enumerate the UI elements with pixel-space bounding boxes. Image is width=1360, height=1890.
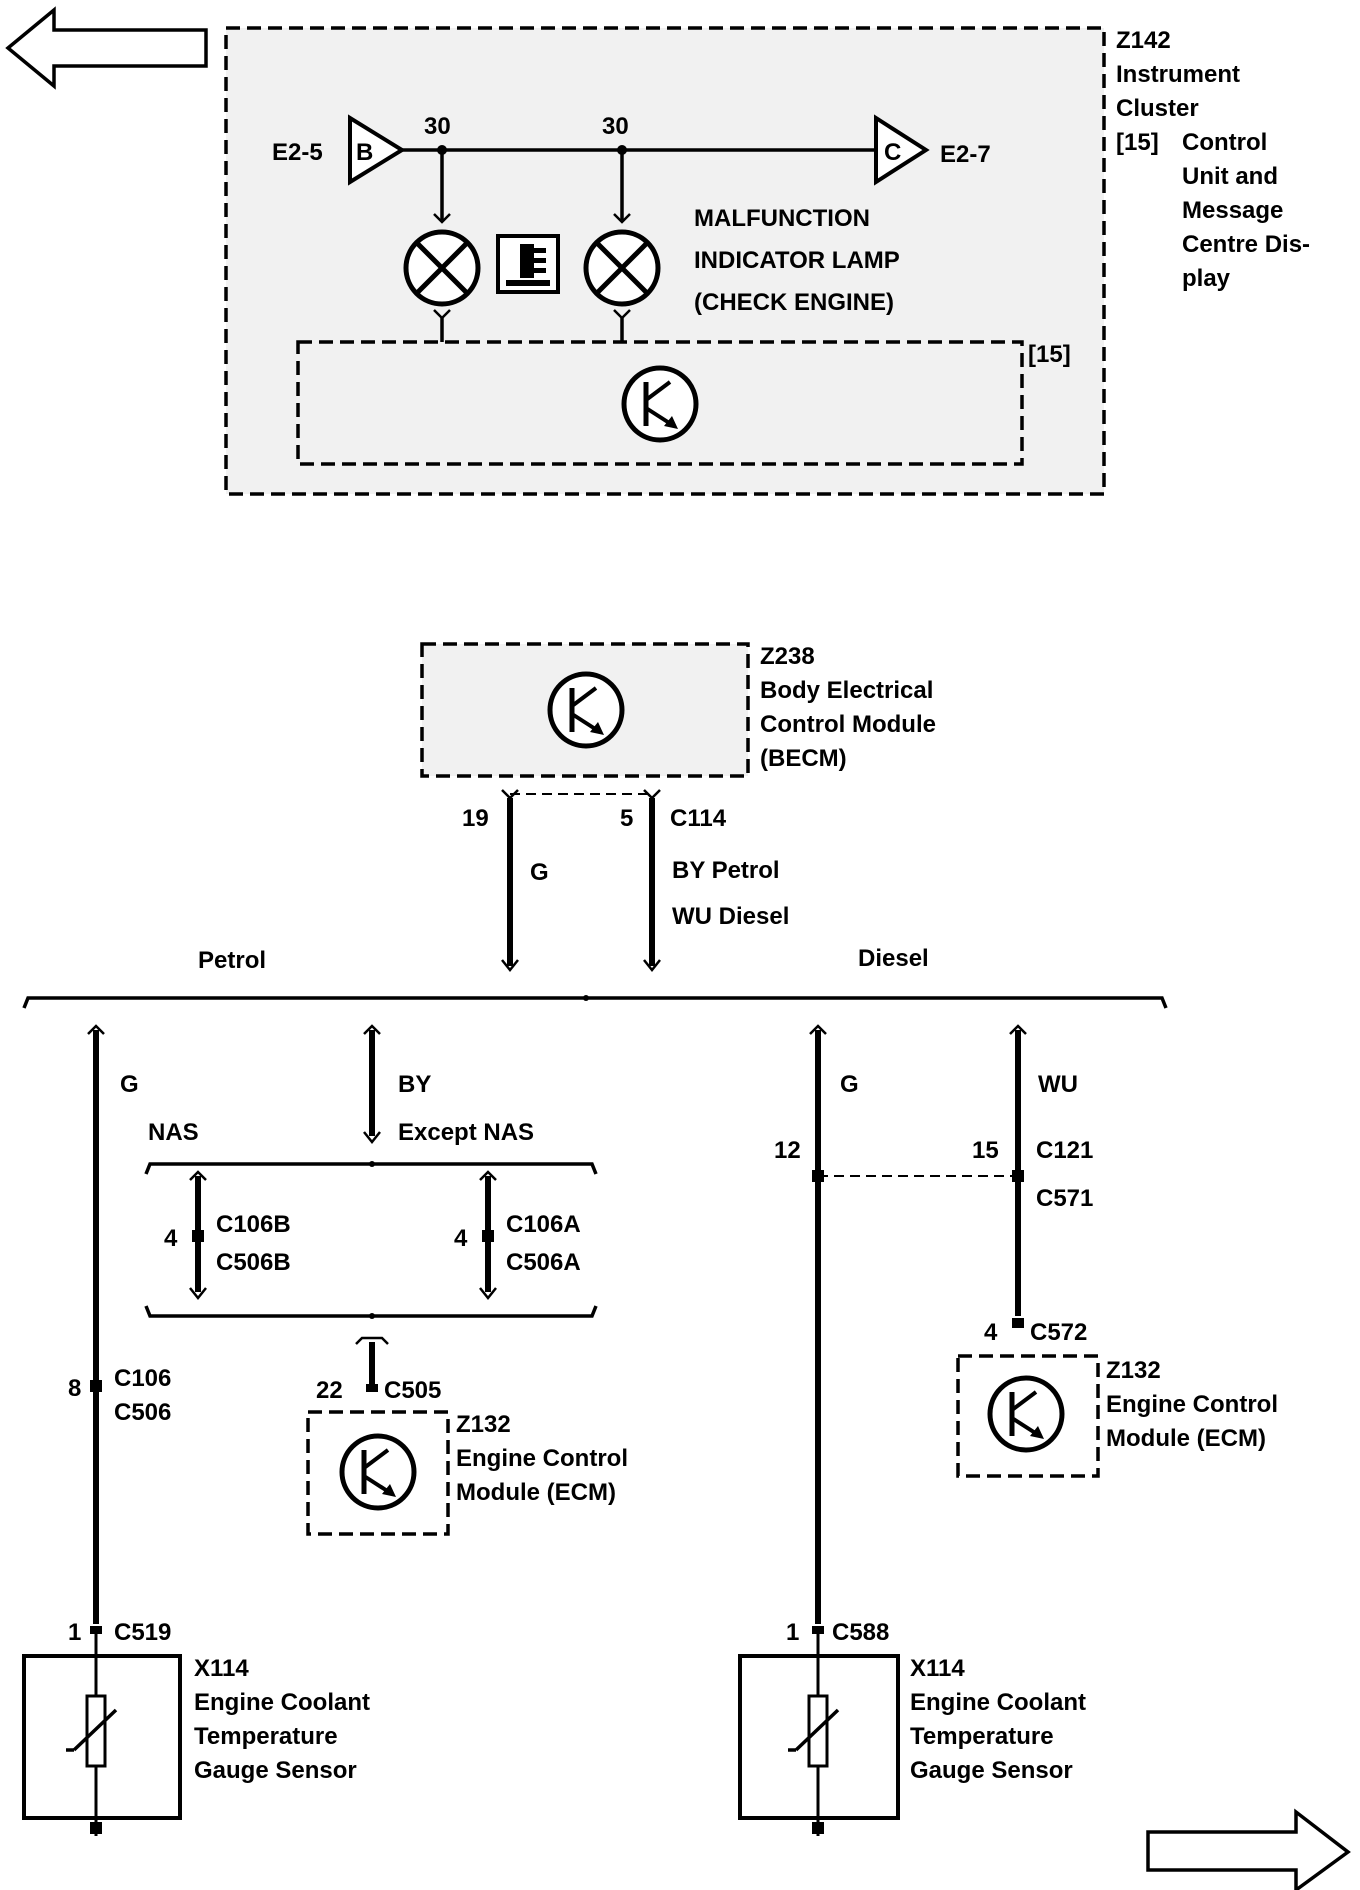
c106b-pin: 4: [164, 1225, 178, 1252]
temperature-sensor-icon: [64, 1632, 118, 1824]
c121-pin-15: 15: [972, 1137, 999, 1164]
instrument-cluster-block: B E2-5 C E2-7 30 30: [224, 26, 1106, 496]
control-unit-ref: [15]: [1116, 129, 1159, 156]
becm-pin-19: 19: [462, 805, 489, 832]
c106a-label: C106A C506A: [506, 1211, 587, 1276]
petrol-ecm-block: [306, 1410, 450, 1536]
pin-b-letter: B: [356, 139, 373, 166]
diesel-ecm-title: Engine Control Module (ECM): [1106, 1391, 1285, 1452]
connector-c-icon: [874, 114, 930, 186]
lamp-icon: [406, 232, 478, 304]
petrol-sensor-title: Engine Coolant Temperature Gauge Sensor: [194, 1689, 377, 1784]
ground-icon: [90, 1822, 102, 1834]
c121-pin-12: 12: [774, 1137, 801, 1164]
node-label-30-left: 30: [424, 113, 451, 140]
back-arrow-icon[interactable]: [5, 6, 208, 90]
becm-wire-petrol: BY Petrol: [672, 857, 780, 884]
instrument-cluster-title: Instrument Cluster: [1116, 61, 1247, 122]
temperature-sensor-icon: [786, 1632, 840, 1824]
c121-label: C121: [1036, 1137, 1093, 1164]
ground-icon: [812, 1822, 824, 1834]
diesel-sensor-ref: X114: [910, 1655, 965, 1682]
becm-connector-c114: C114: [670, 805, 727, 832]
petrol-except-nas-label: Except NAS: [398, 1119, 534, 1146]
diesel-sensor-title: Engine Coolant Temperature Gauge Sensor: [910, 1689, 1093, 1784]
diesel-wire-g-label: G: [840, 1071, 859, 1098]
inner-15-label: [15]: [1028, 341, 1071, 368]
c572-label: C572: [1030, 1319, 1087, 1346]
pin-e2-5-label: E2-5: [272, 139, 323, 166]
petrol-c519-pin: 1: [68, 1619, 81, 1646]
becm-pin-5: 5: [620, 805, 633, 832]
petrol-ecm-title: Engine Control Module (ECM): [456, 1445, 635, 1506]
becm-wire-g: G: [530, 859, 549, 886]
pin-c-letter: C: [884, 139, 901, 166]
petrol-wire-g-label: G: [120, 1071, 139, 1098]
malfunction-lamp-label: MALFUNCTION INDICATOR LAMP (CHECK ENGINE…: [694, 205, 906, 316]
becm-module-icon: [550, 674, 622, 746]
c572-pin: 4: [984, 1319, 998, 1346]
petrol-ecm-icon: [342, 1436, 414, 1508]
petrol-c519-label: C519: [114, 1619, 171, 1646]
control-unit-title: Control Unit and Message Centre Dis- pla…: [1182, 129, 1317, 292]
petrol-sensor-ref: X114: [194, 1655, 249, 1682]
diesel-ecm-ref: Z132: [1106, 1357, 1161, 1384]
forward-arrow-icon[interactable]: [1146, 1808, 1351, 1890]
becm-block: [420, 642, 750, 778]
c106a-pin: 4: [454, 1225, 468, 1252]
c505-pin: 22: [316, 1377, 343, 1404]
becm-title: Body Electrical Control Module (BECM): [760, 677, 943, 772]
c571-label: C571: [1036, 1185, 1093, 1212]
petrol-nas-label: NAS: [148, 1119, 199, 1146]
diesel-ecm-icon: [990, 1378, 1062, 1450]
petrol-c106-pin: 8: [68, 1375, 81, 1402]
c505-label: C505: [384, 1377, 441, 1404]
node-label-30-right: 30: [602, 113, 629, 140]
diesel-ecm-block: [956, 1354, 1100, 1478]
becm-wire-diesel: WU Diesel: [672, 903, 789, 930]
petrol-c106-label: C106 C506: [114, 1365, 178, 1426]
c588-label: C588: [832, 1619, 889, 1646]
c588-pin: 1: [786, 1619, 799, 1646]
control-unit-icon: [624, 368, 696, 440]
petrol-ecm-ref: Z132: [456, 1411, 511, 1438]
petrol-wire-by-label: BY: [398, 1071, 431, 1098]
connector-b-icon: [348, 114, 406, 186]
petrol-sensor-block: [22, 1632, 182, 1836]
diesel-wire-wu-label: WU: [1038, 1071, 1078, 1098]
pin-e2-7-label: E2-7: [940, 141, 991, 168]
branch-divider: [22, 996, 1168, 1009]
instrument-cluster-ref: Z142: [1116, 27, 1171, 54]
lamp-icon: [586, 232, 658, 304]
branch-petrol-label: Petrol: [198, 947, 266, 974]
becm-ref: Z238: [760, 643, 815, 670]
c106b-label: C106B C506B: [216, 1211, 297, 1276]
branch-diesel-label: Diesel: [858, 945, 929, 972]
check-engine-icon: [496, 234, 560, 294]
diesel-sensor-block: [738, 1632, 900, 1836]
